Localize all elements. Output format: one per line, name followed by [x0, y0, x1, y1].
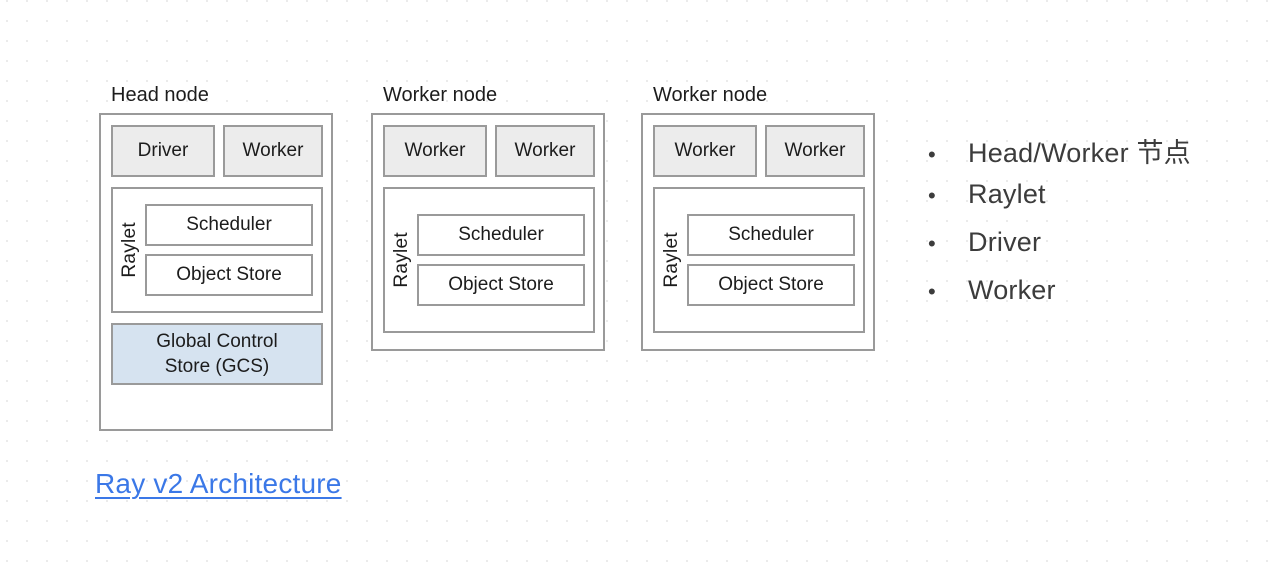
object-store-box[interactable]: Object Store: [687, 264, 855, 306]
process-box-driver[interactable]: Driver: [111, 125, 215, 177]
worker-node-1-raylet-inner: Scheduler Object Store: [417, 189, 593, 331]
process-box-worker[interactable]: Worker: [223, 125, 323, 177]
worker-node-2-process-row: Worker Worker: [653, 125, 865, 177]
worker-node-1-raylet-box: Raylet Scheduler Object Store: [383, 187, 595, 333]
global-control-store-box[interactable]: Global Control Store (GCS): [111, 323, 323, 385]
object-store-box[interactable]: Object Store: [145, 254, 313, 296]
bullet-marker-icon: •: [928, 183, 936, 208]
head-node-raylet-box: Raylet Scheduler Object Store: [111, 187, 323, 313]
head-node-title: Head node: [111, 84, 209, 106]
head-node-box: Driver Worker Raylet Scheduler Object St…: [99, 113, 333, 431]
list-item: • Raylet: [928, 179, 1258, 227]
raylet-label: Raylet: [661, 232, 682, 288]
head-node-raylet-inner: Scheduler Object Store: [145, 189, 321, 311]
process-box-worker-1[interactable]: Worker: [653, 125, 757, 177]
bullet-marker-icon: •: [928, 142, 936, 167]
list-item: • Head/Worker 节点: [928, 131, 1258, 179]
bullet-marker-icon: •: [928, 231, 936, 256]
worker-node-2-raylet-box: Raylet Scheduler Object Store: [653, 187, 865, 333]
raylet-label: Raylet: [119, 222, 140, 278]
scheduler-box[interactable]: Scheduler: [417, 214, 585, 256]
worker-node-1-process-row: Worker Worker: [383, 125, 595, 177]
worker-node-1-title: Worker node: [383, 84, 498, 106]
bullet-list: • Head/Worker 节点 • Raylet • Driver • Wor…: [928, 131, 1258, 323]
process-box-worker-2[interactable]: Worker: [495, 125, 595, 177]
worker-node-1-box: Worker Worker Raylet Scheduler Object St…: [371, 113, 605, 351]
bullet-label-head-worker-node: Head/Worker 节点: [968, 138, 1191, 168]
scheduler-box[interactable]: Scheduler: [145, 204, 313, 246]
object-store-box[interactable]: Object Store: [417, 264, 585, 306]
process-box-worker-2[interactable]: Worker: [765, 125, 865, 177]
raylet-label: Raylet: [391, 232, 412, 288]
bullet-label-raylet: Raylet: [968, 179, 1046, 209]
bullet-label-worker: Worker: [968, 275, 1056, 305]
worker-node-2-box: Worker Worker Raylet Scheduler Object St…: [641, 113, 875, 351]
gcs-line-2: Store (GCS): [164, 356, 270, 377]
gcs-line-1: Global Control: [156, 331, 278, 352]
gcs-text: Global Control Store (GCS): [156, 329, 277, 379]
scheduler-box[interactable]: Scheduler: [687, 214, 855, 256]
bullet-label-driver: Driver: [968, 227, 1042, 257]
process-box-worker-1[interactable]: Worker: [383, 125, 487, 177]
bullet-marker-icon: •: [928, 279, 936, 304]
worker-node-2-title: Worker node: [653, 84, 768, 106]
head-node-process-row: Driver Worker: [111, 125, 323, 177]
ray-v2-architecture-link[interactable]: Ray v2 Architecture: [95, 468, 342, 499]
list-item: • Worker: [928, 275, 1258, 323]
worker-node-2-raylet-inner: Scheduler Object Store: [687, 189, 863, 331]
list-item: • Driver: [928, 227, 1258, 275]
